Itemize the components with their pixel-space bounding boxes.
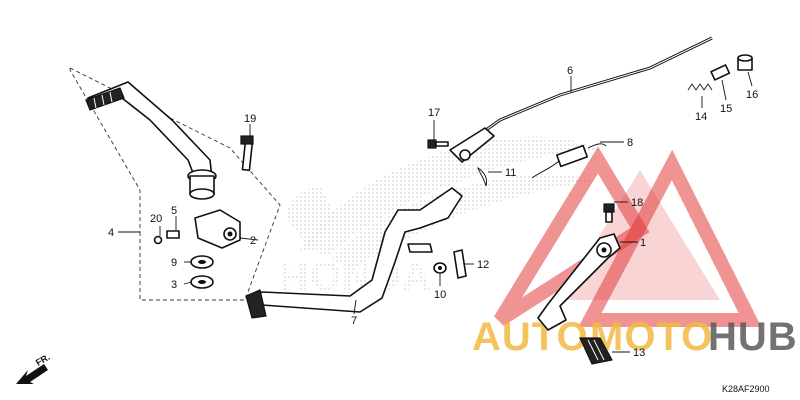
part-label-10: 10 (434, 289, 446, 301)
logo-triangle-fill (560, 170, 720, 300)
part-label-15: 15 (720, 103, 732, 115)
part-label-9: 9 (171, 257, 177, 269)
part-label-12: 12 (477, 259, 489, 271)
spring-5 (166, 230, 180, 239)
part-label-1: 1 (640, 237, 646, 249)
leader-lines (159, 71, 753, 353)
spring-14 (687, 83, 713, 91)
logo-text-moto: MOTO (590, 315, 713, 359)
part-label-3: 3 (171, 279, 177, 291)
part-label-11: 11 (505, 167, 516, 179)
part-label-18: 18 (631, 197, 643, 209)
clamp-2 (194, 209, 241, 249)
small-parts-right (687, 54, 753, 91)
bolt-17 (427, 139, 449, 149)
spring-8 (531, 143, 607, 179)
logo-triangle-right (578, 149, 762, 327)
front-direction-indicator: FR. (16, 352, 52, 384)
part-label-13: 13 (633, 347, 645, 359)
kick-starter-arm (85, 81, 217, 200)
part-number-labels: 1 2 3 4 5 6 7 8 9 10 11 12 13 14 15 16 1… (108, 65, 758, 359)
part-label-20: 20 (150, 213, 162, 225)
front-arrow-icon (16, 364, 48, 384)
lower-arm-1 (537, 233, 621, 331)
part-label-7: 7 (351, 315, 357, 327)
automotohub-logo: AUTO MOTO HUB (472, 146, 798, 359)
pin-12 (453, 249, 467, 279)
direction-label: FR. (34, 352, 52, 368)
part-label-17: 17 (428, 107, 440, 119)
logo-text-auto: AUTO (472, 315, 589, 359)
rubber-13 (579, 337, 613, 365)
rod-6 (449, 36, 713, 163)
part-label-5: 5 (171, 205, 177, 217)
part-label-14: 14 (695, 111, 707, 123)
ball-20 (153, 235, 163, 245)
brake-pedal-7 (245, 187, 463, 319)
joint-15 (710, 64, 731, 81)
bolt-18 (603, 203, 615, 223)
part-label-8: 8 (627, 137, 633, 149)
small-parts-left (153, 230, 214, 289)
part-label-19: 19 (244, 113, 256, 125)
part-label-4: 4 (108, 227, 114, 239)
washer-10 (433, 262, 447, 274)
kick-assembly-outline (69, 67, 281, 301)
diagram-code: K28AF2900 (722, 384, 770, 394)
part-label-2: 2 (250, 235, 256, 247)
part-label-16: 16 (746, 89, 758, 101)
part-label-6: 6 (567, 65, 573, 77)
pin-11 (477, 166, 487, 187)
logo-text-hub: HUB (708, 315, 798, 359)
bolt-19 (240, 135, 254, 172)
